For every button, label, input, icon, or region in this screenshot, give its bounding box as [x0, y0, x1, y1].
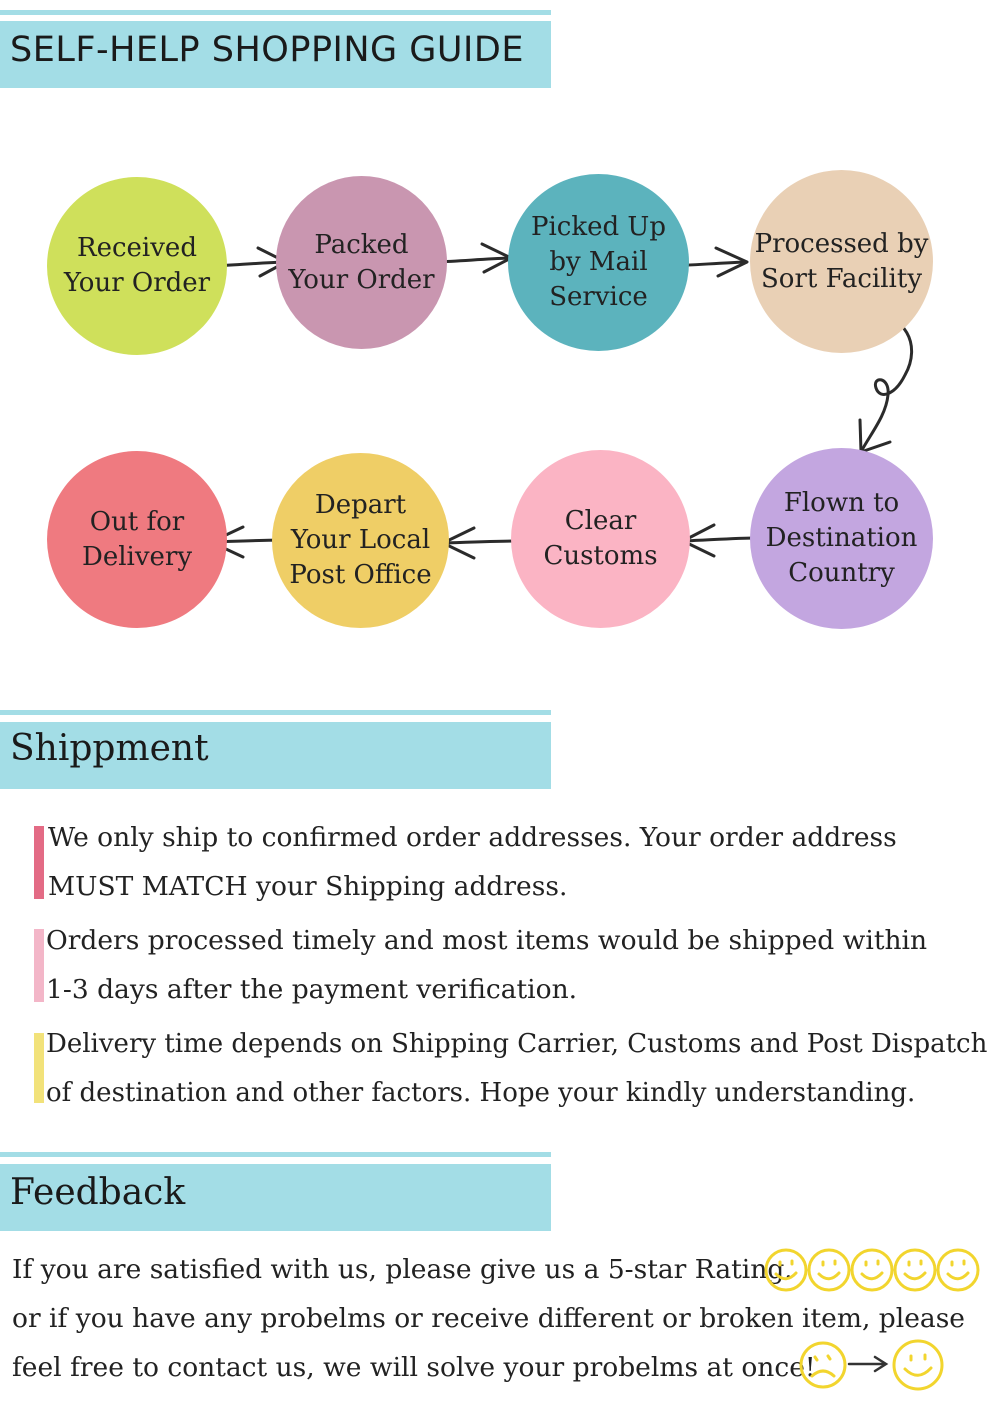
feedback-line-rating: If you are satisfied with us, please giv…: [12, 1254, 793, 1285]
sad-face-icon: [799, 1341, 847, 1389]
shipment-note-delivery: Delivery time depends on Shipping Carrie…: [46, 1029, 988, 1108]
step-processed-by-sort-facility: Processed by Sort Facility: [750, 170, 933, 353]
step-flown-to-destination-country: Flown to Destination Country: [750, 448, 933, 629]
sad-to-happy-graphic: [799, 1339, 944, 1391]
step-packed-your-order: Packed Your Order: [276, 176, 447, 349]
header-bottom-rule: [0, 784, 551, 789]
five-star-smileys: [764, 1248, 980, 1292]
feedback-line-problems: or if you have any probelms or receive d…: [12, 1303, 965, 1334]
smiley-face-icon: [892, 1339, 944, 1391]
header-top-rule: [0, 10, 551, 15]
header-bar: [0, 722, 551, 785]
shipment-note-processing: Orders processed timely and most items w…: [46, 925, 928, 1005]
header-top-rule: [0, 710, 551, 715]
step-received-your-order: Received Your Order: [47, 177, 227, 355]
step-label: Depart Your Local Post Office: [289, 490, 432, 590]
feedback-title: Feedback: [10, 1172, 186, 1213]
step-label: Packed Your Order: [288, 229, 435, 295]
arrow-right-icon: [847, 1355, 889, 1373]
header-bottom-rule: [0, 83, 551, 88]
guide-title: SELF-HELP SHOPPING GUIDE: [10, 30, 524, 70]
smiley-face-icon: [764, 1248, 808, 1292]
header-bar: [0, 21, 551, 84]
guide-header: SELF-HELP SHOPPING GUIDE: [0, 10, 551, 90]
header-bar: [0, 1164, 551, 1227]
step-label: Flown to Destination Country: [765, 488, 918, 588]
smiley-face-icon: [893, 1248, 937, 1292]
arrow-right-icon: [434, 242, 513, 274]
feedback-line-contact: feel free to contact us, we will solve y…: [12, 1352, 816, 1383]
header-bottom-rule: [0, 1226, 551, 1231]
step-label: Processed by Sort Facility: [754, 228, 929, 294]
shipment-note-address: We only ship to confirmed order addresse…: [48, 822, 897, 902]
step-out-for-delivery: Out for Delivery: [47, 451, 227, 628]
feedback-header: Feedback: [0, 1152, 551, 1232]
step-picked-up-by-mail-service: Picked Up by Mail Service: [508, 174, 689, 351]
arrow-left-icon: [441, 526, 520, 560]
step-label: Received Your Order: [63, 233, 211, 298]
smiley-face-icon: [936, 1248, 980, 1292]
bullet-marker: [34, 929, 44, 1002]
arrow-left-icon: [681, 523, 760, 558]
shipment-title: Shippment: [10, 728, 209, 769]
shipment-header: Shippment: [0, 710, 551, 790]
step-depart-your-local-post-office: Depart Your Local Post Office: [272, 453, 449, 628]
bullet-marker: [34, 1033, 44, 1103]
header-top-rule: [0, 1152, 551, 1157]
smiley-face-icon: [850, 1248, 894, 1292]
step-label: Picked Up by Mail Service: [531, 212, 666, 312]
step-label: Clear Customs: [543, 506, 658, 571]
step-label: Out for Delivery: [81, 506, 193, 572]
step-clear-customs: Clear Customs: [511, 450, 690, 628]
bullet-marker: [34, 826, 44, 899]
smiley-face-icon: [807, 1248, 851, 1292]
